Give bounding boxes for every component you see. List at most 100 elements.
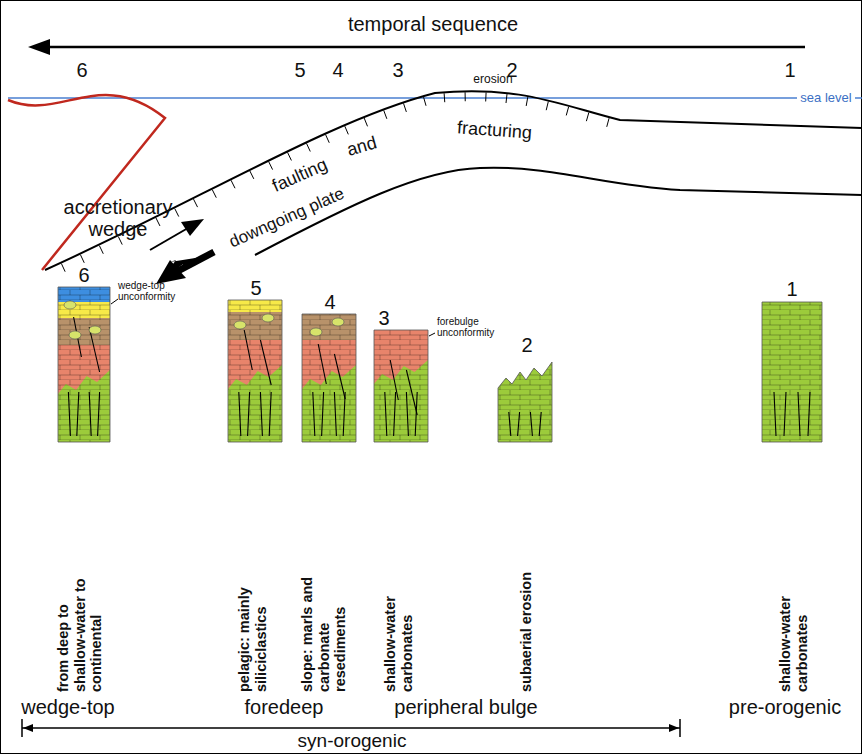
fracture [318, 344, 326, 384]
fault-tick [485, 92, 486, 101]
fracture [98, 392, 100, 436]
callout-number: 1 [786, 278, 797, 300]
column-caption: subaerial erosion [518, 554, 535, 692]
bracket-head [23, 724, 33, 732]
clast [310, 328, 322, 336]
fracture [394, 392, 396, 436]
process-label: and [345, 133, 379, 160]
fracture [798, 392, 800, 436]
fracture [385, 392, 387, 436]
fracture [313, 392, 315, 436]
fault-tick [506, 94, 507, 103]
arrow-head [28, 39, 50, 55]
fracture [774, 392, 776, 436]
callout-number: 2 [521, 334, 532, 356]
fault-tick [175, 209, 179, 217]
zone-label: wedge-top [21, 696, 114, 718]
fault-tick [193, 199, 197, 207]
fault-tick [424, 97, 426, 106]
strat-column [302, 314, 356, 442]
fault-tick [345, 126, 349, 134]
bracket [22, 727, 680, 729]
carbonate-layer [58, 287, 110, 442]
fault-tick [288, 152, 292, 160]
fracture [89, 392, 91, 436]
clast [234, 321, 246, 329]
leader-line [429, 333, 435, 336]
clast [262, 314, 274, 322]
strat-column [374, 330, 428, 442]
plate-bottom-surface [255, 168, 862, 255]
fracture [406, 370, 417, 415]
column-caption: slope: marls and carbonate resediments [299, 554, 349, 692]
zone-label: peripheral bulge [394, 696, 537, 718]
column-texture [58, 287, 110, 442]
fracture [244, 330, 252, 370]
column-caption: from deep to shallow-water to continenta… [55, 554, 105, 692]
fault-tick [526, 97, 528, 106]
accretionary-wedge [8, 95, 165, 270]
fracture [260, 340, 271, 385]
column-texture [498, 362, 552, 442]
fracture [248, 392, 250, 436]
fracture [260, 392, 262, 436]
fault-tick [250, 171, 254, 179]
fracture [406, 392, 408, 436]
fault-tick [99, 246, 103, 254]
carbonate-layer [762, 302, 822, 442]
fracture [390, 360, 398, 400]
annotation: forebulge unconformity [437, 316, 509, 338]
callout-number: 3 [378, 307, 389, 329]
fault-tick [231, 180, 235, 188]
sea-level-line [8, 97, 862, 99]
fault-tick [326, 135, 330, 143]
callout-number: 4 [324, 291, 335, 313]
fault-tick [546, 101, 548, 110]
carbonate-layer [374, 330, 428, 442]
process-label: erosion [473, 73, 512, 86]
fracture [334, 392, 336, 436]
annotation: wedge-top unconformity [118, 280, 188, 302]
fracture [808, 392, 810, 436]
fracture [784, 392, 786, 436]
fracture [77, 392, 79, 436]
strat-column [228, 300, 282, 442]
zone-label: foredeep [245, 696, 324, 718]
strat-column [498, 362, 552, 442]
column-caption: pelagic: mainly siliciclastics [236, 554, 269, 692]
callout-number: 5 [294, 59, 305, 81]
process-label: faulting [269, 155, 330, 197]
fault-tick [444, 93, 446, 102]
column-caption: shallow-water carbonates [777, 554, 810, 692]
strat-column [58, 287, 110, 442]
callout-number: 1 [784, 59, 795, 81]
fault-tick [586, 113, 588, 122]
fracture [68, 392, 70, 436]
strat-column [762, 302, 822, 442]
callout-number: 6 [78, 264, 89, 286]
fracture [239, 392, 241, 436]
carbonate-layer [302, 314, 356, 442]
column-texture [302, 314, 356, 442]
part-label: accretionary wedge [43, 196, 193, 240]
column-texture [228, 300, 282, 442]
bracket [21, 719, 23, 737]
fracture [322, 392, 324, 436]
fracture [269, 392, 271, 436]
zone-label: syn-orogenic [295, 731, 410, 752]
fault-tick [306, 143, 310, 151]
sea-level-label: sea level [797, 91, 854, 105]
callout-number: 3 [392, 59, 403, 81]
thrust-arrow [150, 228, 188, 250]
fault-tick [607, 118, 609, 127]
fault-tick [61, 264, 65, 272]
clast [89, 326, 101, 334]
clast [64, 301, 76, 309]
zone-label: pre-orogenic [729, 696, 841, 718]
subduction-arrow-shaft [178, 252, 214, 271]
thrust-arrow-head [181, 219, 204, 236]
carbonate-layer [498, 362, 552, 442]
fault-tick [80, 255, 84, 263]
